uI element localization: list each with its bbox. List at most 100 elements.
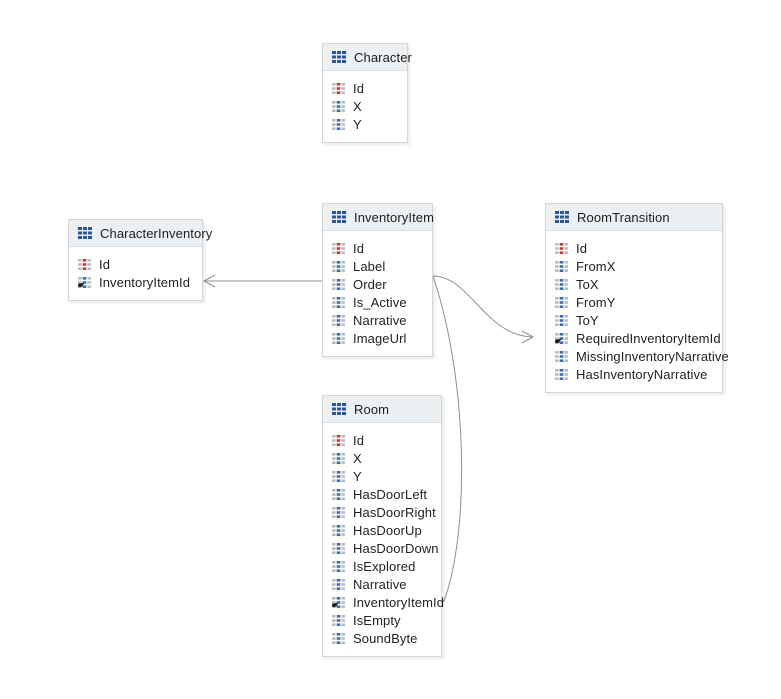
- column-name: InventoryItemId: [99, 274, 191, 290]
- table-icon: [332, 51, 346, 63]
- column-row[interactable]: HasDoorRight: [332, 503, 436, 521]
- column-name: X: [353, 98, 362, 114]
- primary-key-column-icon: [555, 242, 568, 254]
- column-icon: [332, 524, 345, 536]
- relationship-line: [432, 275, 534, 338]
- column-icon: [332, 542, 345, 554]
- column-name: Label: [353, 258, 386, 274]
- column-name: Y: [353, 468, 362, 484]
- column-name: FromX: [576, 258, 616, 274]
- column-row[interactable]: Label: [332, 257, 422, 275]
- column-icon: [332, 314, 345, 326]
- column-name: Narrative: [353, 576, 407, 592]
- column-icon: [555, 368, 568, 380]
- column-row[interactable]: X: [332, 449, 431, 467]
- column-icon: [555, 260, 568, 272]
- column-name: Id: [576, 240, 588, 256]
- column-row[interactable]: IsEmpty: [332, 611, 431, 629]
- column-icon: [332, 296, 345, 308]
- column-row[interactable]: ImageUrl: [332, 329, 422, 347]
- column-name: Y: [353, 116, 362, 132]
- column-name: IsExplored: [353, 558, 416, 574]
- column-row[interactable]: X: [332, 97, 397, 115]
- column-icon: [555, 278, 568, 290]
- column-name: ToX: [576, 276, 599, 292]
- column-row[interactable]: InventoryItemId: [332, 593, 444, 611]
- column-row[interactable]: Id: [78, 255, 192, 273]
- column-name: X: [353, 450, 362, 466]
- entity-header[interactable]: Character: [323, 44, 412, 71]
- column-name: SoundByte: [353, 630, 418, 646]
- column-name: HasDoorRight: [353, 504, 436, 520]
- column-name: HasDoorDown: [353, 540, 439, 556]
- column-name: FromY: [576, 294, 616, 310]
- column-row[interactable]: Narrative: [332, 575, 431, 593]
- entity-title: InventoryItem: [354, 209, 435, 225]
- column-row[interactable]: FromY: [555, 293, 712, 311]
- column-row[interactable]: Id: [555, 239, 712, 257]
- column-icon: [332, 100, 345, 112]
- column-row[interactable]: HasDoorLeft: [332, 485, 431, 503]
- column-row[interactable]: HasDoorUp: [332, 521, 431, 539]
- entity-header[interactable]: CharacterInventory: [69, 220, 212, 247]
- column-name: Id: [353, 80, 365, 96]
- relationship-arrow: [521, 330, 535, 344]
- column-row[interactable]: IsExplored: [332, 557, 431, 575]
- table-icon: [332, 403, 346, 415]
- relationship-arrow: [202, 274, 216, 288]
- column-name: Id: [353, 432, 365, 448]
- column-row[interactable]: Y: [332, 467, 431, 485]
- column-row[interactable]: SoundByte: [332, 629, 431, 647]
- entity-header[interactable]: Room: [323, 396, 441, 423]
- primary-key-column-icon: [332, 434, 345, 446]
- column-icon: [555, 314, 568, 326]
- column-row[interactable]: ToX: [555, 275, 712, 293]
- column-row[interactable]: Y: [332, 115, 397, 133]
- column-row[interactable]: Narrative: [332, 311, 422, 329]
- column-name: HasDoorLeft: [353, 486, 428, 502]
- column-name: ImageUrl: [353, 330, 407, 346]
- column-name: HasDoorUp: [353, 522, 422, 538]
- column-row[interactable]: RequiredInventoryItemId: [555, 329, 721, 347]
- column-row[interactable]: MissingInventoryNarrative: [555, 347, 729, 365]
- entity-header[interactable]: InventoryItem: [323, 204, 435, 231]
- entity-title: Room: [354, 401, 390, 417]
- column-name: Order: [353, 276, 387, 292]
- column-row[interactable]: ToY: [555, 311, 712, 329]
- column-row[interactable]: FromX: [555, 257, 712, 275]
- column-name: MissingInventoryNarrative: [576, 348, 729, 364]
- column-icon: [555, 350, 568, 362]
- column-row[interactable]: Id: [332, 79, 397, 97]
- column-row[interactable]: HasDoorDown: [332, 539, 439, 557]
- column-icon: [332, 260, 345, 272]
- column-icon: [332, 560, 345, 572]
- primary-key-column-icon: [332, 242, 345, 254]
- entity-header[interactable]: RoomTransition: [546, 204, 722, 231]
- column-icon: [332, 578, 345, 590]
- column-row[interactable]: HasInventoryNarrative: [555, 365, 712, 383]
- column-icon: [332, 632, 345, 644]
- column-row[interactable]: Order: [332, 275, 422, 293]
- column-row[interactable]: InventoryItemId: [78, 273, 192, 291]
- column-name: Id: [99, 256, 111, 272]
- column-icon: [332, 452, 345, 464]
- column-row[interactable]: Id: [332, 431, 431, 449]
- column-icon: [332, 278, 345, 290]
- column-row[interactable]: Is_Active: [332, 293, 422, 311]
- column-name: InventoryItemId: [353, 594, 445, 610]
- column-name: HasInventoryNarrative: [576, 366, 708, 382]
- column-row[interactable]: Id: [332, 239, 422, 257]
- foreign-key-column-icon: [78, 276, 91, 288]
- column-name: Id: [353, 240, 365, 256]
